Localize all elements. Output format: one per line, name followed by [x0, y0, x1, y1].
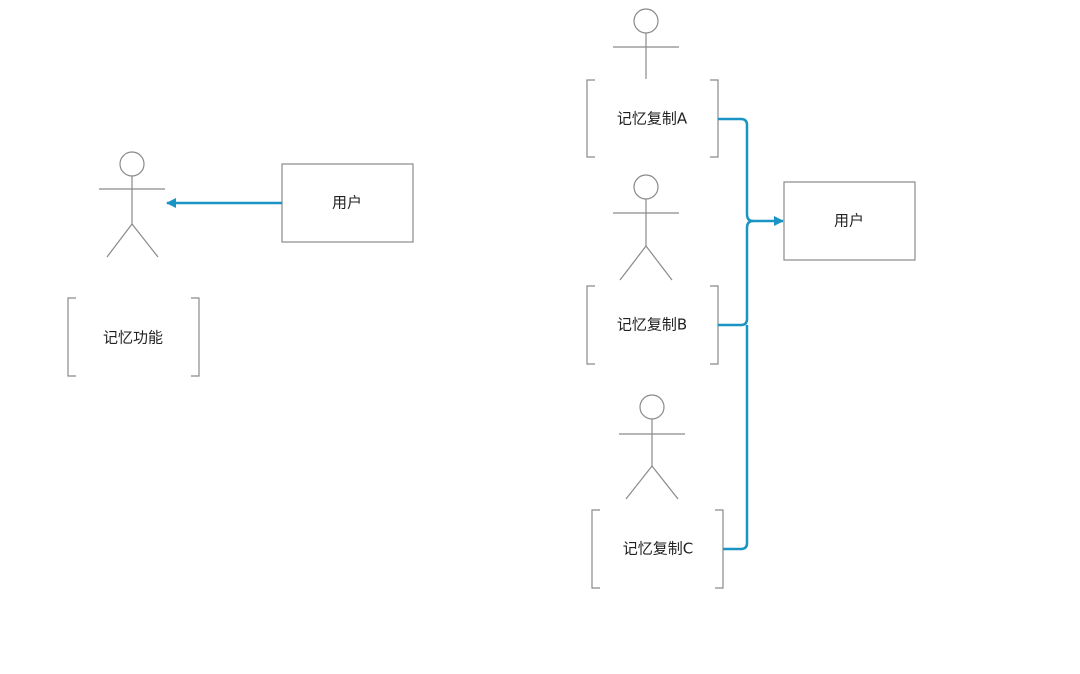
figure-a	[613, 8, 679, 79]
figure-b-leg-left	[619, 245, 647, 281]
figure-b	[613, 174, 679, 281]
connector-b	[718, 219, 754, 327]
figure-b-head	[633, 174, 659, 200]
right-user-box-label: 用户	[834, 212, 864, 230]
figure-c-head	[639, 394, 665, 420]
connector-a	[718, 117, 754, 223]
connector-lines	[718, 117, 784, 551]
connector-c	[723, 325, 749, 551]
copy-b-label: 记忆复制B	[617, 316, 687, 334]
figure-c-leg-right	[651, 465, 679, 500]
figure-c-leg-left	[625, 465, 653, 500]
memory-function-label: 记忆功能	[103, 329, 163, 347]
left-figure-head	[119, 151, 145, 177]
left-memory-bracket	[67, 297, 200, 377]
left-stick-figure	[99, 151, 165, 258]
figure-a-head	[633, 8, 659, 34]
left-user-box	[281, 163, 414, 243]
left-figure-leg-left	[106, 223, 133, 258]
figure-b-leg-right	[645, 245, 673, 281]
left-figure-leg-right	[131, 223, 159, 258]
copy-c-label: 记忆复制C	[623, 540, 693, 558]
right-user-box	[783, 181, 916, 261]
figure-c	[619, 394, 685, 500]
copy-a-label: 记忆复制A	[617, 110, 688, 128]
left-user-box-label: 用户	[332, 194, 362, 212]
